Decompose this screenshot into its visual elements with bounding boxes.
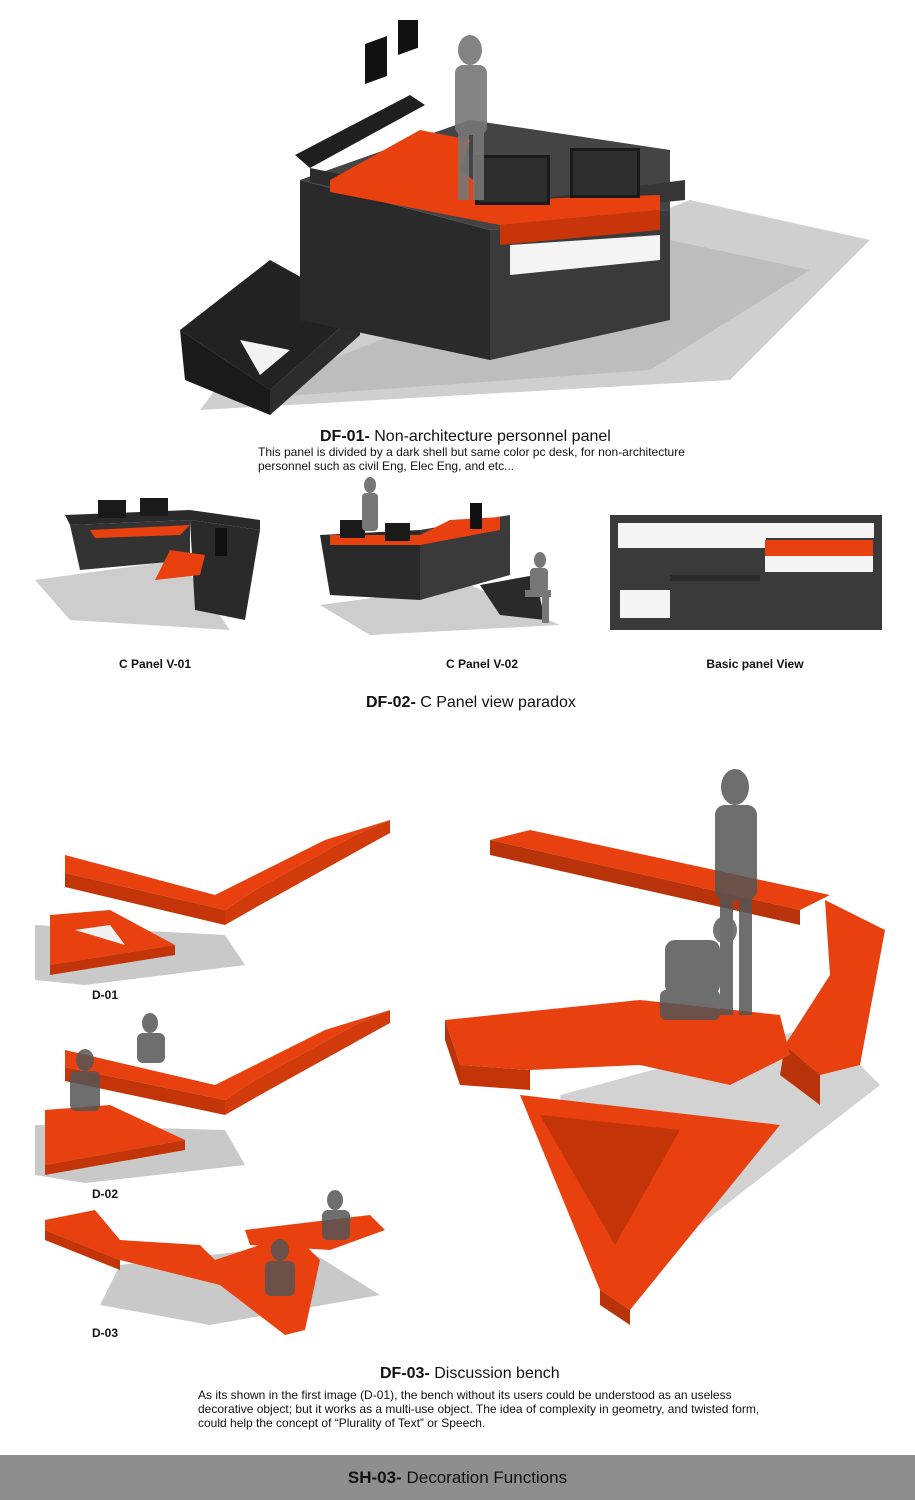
- label-d03: D-03: [92, 1326, 119, 1340]
- c-panel-v01-render: [35, 498, 260, 630]
- basic-panel-view-render: [610, 515, 882, 630]
- d02-bench-render: [35, 1010, 390, 1183]
- df03-title: DF-03- Discussion bench: [380, 1365, 560, 1383]
- label-d01: D-01: [92, 988, 119, 1002]
- caption-c-panel-v01: C Panel V-01: [118, 657, 192, 671]
- footer-title: SH-03- Decoration Functions: [0, 1468, 915, 1488]
- d03-bench-render: [45, 1190, 385, 1335]
- df01-panel-render: [180, 20, 870, 415]
- c-panel-v02-render: [320, 477, 560, 635]
- df02-title: DF-02- C Panel view paradox: [366, 694, 576, 712]
- d01-bench-render: [35, 820, 390, 985]
- footer-code: SH-03-: [347, 1468, 402, 1487]
- df01-code: DF-01-: [320, 428, 370, 445]
- df03-title-text: Discussion bench: [434, 1365, 560, 1382]
- df01-title-text: Non-architecture personnel panel: [374, 428, 611, 445]
- footer-bar: [0, 1455, 915, 1500]
- df02-code: DF-02-: [366, 694, 416, 711]
- footer-title-text: Decoration Functions: [406, 1468, 568, 1487]
- caption-basic-panel-view: Basic panel View: [706, 657, 804, 671]
- df03-main-bench-render: [445, 769, 885, 1325]
- caption-c-panel-v02: C Panel V-02: [445, 657, 519, 671]
- df03-code: DF-03-: [380, 1365, 430, 1382]
- df01-title: DF-01- Non-architecture personnel panel: [320, 428, 611, 446]
- label-d02: D-02: [92, 1187, 119, 1201]
- df02-title-text: C Panel view paradox: [420, 694, 576, 711]
- df01-description: This panel is divided by a dark shell bu…: [258, 445, 685, 473]
- df03-description: As its shown in the first image (D-01), …: [198, 1388, 760, 1430]
